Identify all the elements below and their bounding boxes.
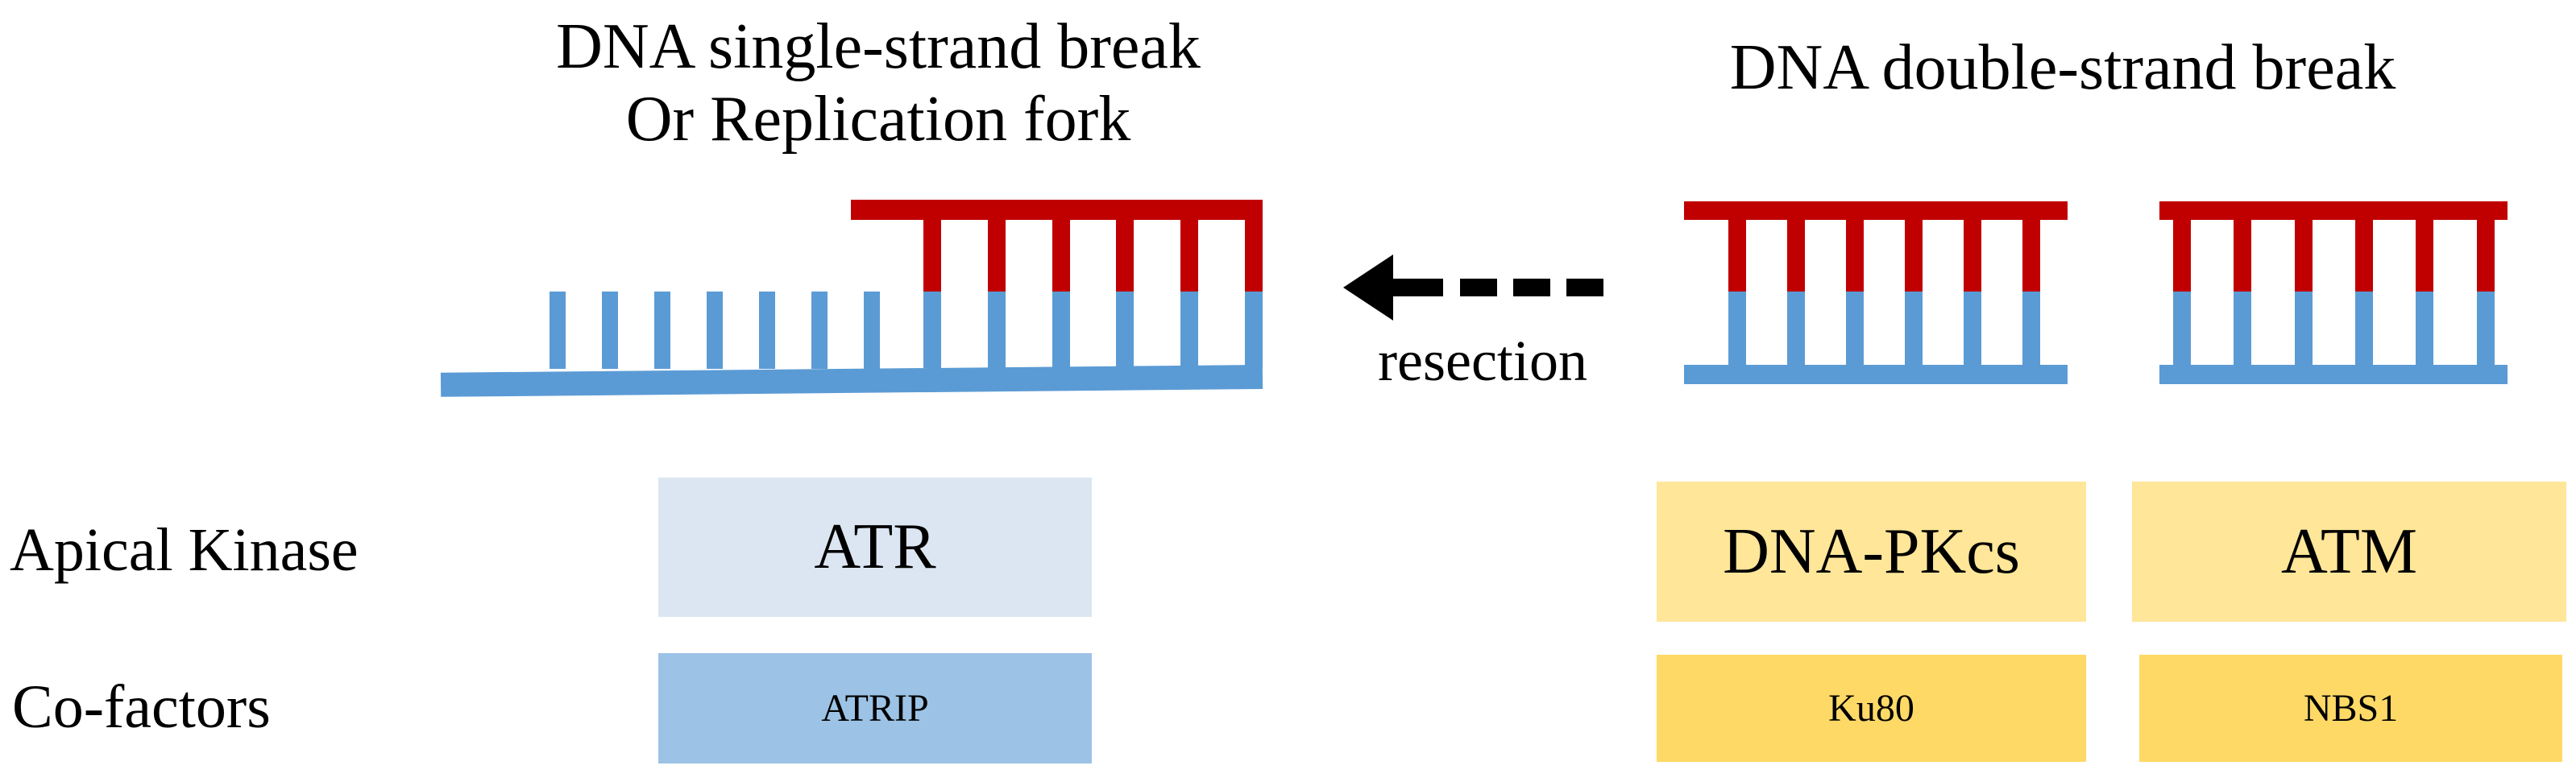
atrip-box: ATRIP xyxy=(658,653,1092,763)
ku80-label: Ku80 xyxy=(1828,687,1914,730)
dna-pkcs-label: DNA-PKcs xyxy=(1723,515,2020,587)
dsb1-top-red-strand xyxy=(1684,201,2068,220)
dna-pkcs-box: DNA-PKcs xyxy=(1657,482,2086,622)
atrip-label: ATRIP xyxy=(821,687,929,730)
arrow-dash xyxy=(1513,279,1550,296)
resection-arrowhead xyxy=(1343,254,1393,321)
dsb2-bottom-blue-strand xyxy=(2159,365,2508,384)
atr-label: ATR xyxy=(814,511,936,582)
atm-label: ATM xyxy=(2281,515,2417,587)
left-title-line2: Or Replication fork xyxy=(625,83,1131,155)
nbs1-box: NBS1 xyxy=(2139,655,2562,762)
dsb1-bottom-blue-strand xyxy=(1684,365,2068,384)
dsb-dna-fragment-1-illustration xyxy=(1684,197,2068,384)
row-label-cofactors: Co-factors xyxy=(12,673,271,741)
ssb-top-red-strand xyxy=(851,200,1263,220)
ku80-box: Ku80 xyxy=(1657,655,2086,762)
ssb-bottom-blue-strand xyxy=(440,365,1263,397)
left-title-line1: DNA single-strand break xyxy=(556,11,1201,82)
dsb2-top-red-strand xyxy=(2159,201,2508,220)
resection-arrow-icon xyxy=(1343,254,1609,321)
ssb-replication-fork-dna-illustration xyxy=(435,197,1265,397)
resection-label: resection xyxy=(1378,329,1587,393)
atr-box: ATR xyxy=(658,478,1092,617)
right-title: DNA double-strand break xyxy=(1729,32,2396,103)
arrow-dash xyxy=(1460,279,1497,296)
row-label-apical-kinase: Apical Kinase xyxy=(10,516,359,584)
nbs1-label: NBS1 xyxy=(2303,687,2399,730)
atm-box: ATM xyxy=(2132,482,2566,622)
dsb-dna-fragment-2-illustration xyxy=(2159,197,2508,384)
arrow-dash xyxy=(1392,279,1443,296)
left-title: DNA single-strand break Or Replication f… xyxy=(516,11,1241,155)
arrow-dash xyxy=(1566,279,1603,296)
